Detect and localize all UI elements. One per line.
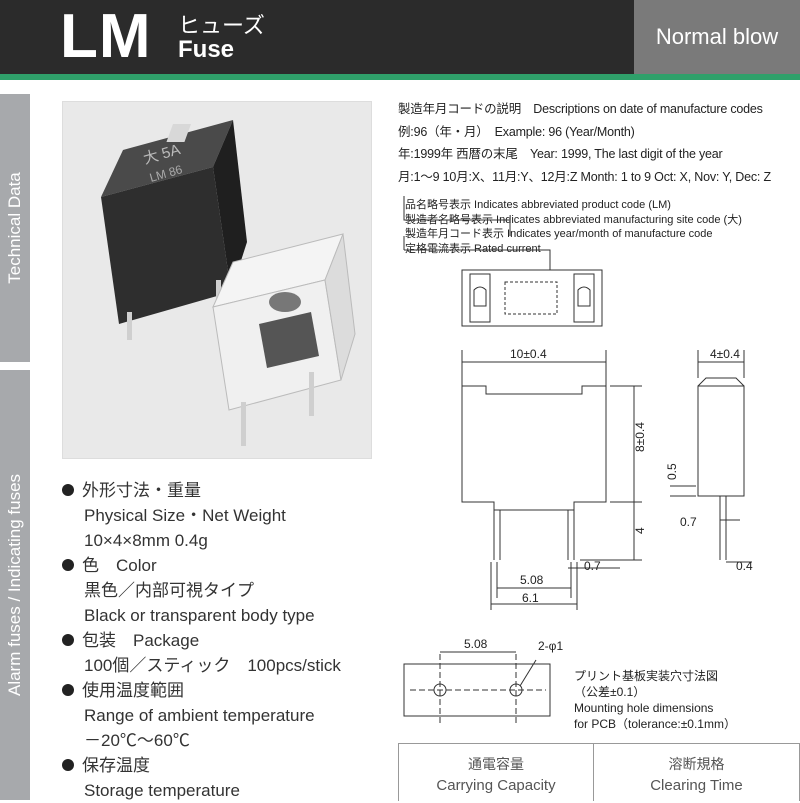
header-bar: LM ヒューズ Fuse Normal blow [0, 0, 800, 74]
pcb-pitch: 5.08 [464, 637, 488, 651]
rating-table-header: 通電容量 Carrying Capacity 溶断規格 Clearing Tim… [398, 743, 800, 801]
legend-item: 製造者名略号表示 Indicates abbreviated manufactu… [405, 213, 742, 226]
carrying-capacity-jp: 通電容量 [468, 756, 524, 772]
spec-package-heading: 包装 Package [62, 628, 382, 653]
accent-line [0, 74, 800, 80]
side-tab-alarm-fuses[interactable]: Alarm fuses / Indicating fuses [0, 370, 30, 800]
date-code-month: 月:1～9 10月:X、11月:Y、12月:Z Month: 1 to 9 Oc… [398, 169, 771, 184]
dim-lead-span: 6.1 [522, 591, 539, 605]
carrying-capacity-en: Carrying Capacity [436, 777, 556, 794]
spec-size-en: Physical Size・Net Weight [84, 506, 286, 525]
product-name-jp: ヒューズ [178, 13, 265, 38]
legend-item: 定格電流表示 Rated current [405, 242, 541, 255]
legend-item: 品名略号表示 Indicates abbreviated product cod… [405, 199, 671, 211]
date-code-example: 例:96（年・月） Example: 96 (Year/Month) [398, 124, 635, 139]
spec-color-value-en: Black or transparent body type [84, 606, 315, 625]
product-code: LM [60, 2, 152, 71]
date-code-description: 製造年月コードの説明 Descriptions on date of manuf… [398, 98, 798, 188]
dim-depth: 4±0.4 [710, 347, 740, 361]
side-tab-label: Technical Data [5, 172, 24, 284]
pcb-holes: 2-φ1 [538, 639, 563, 653]
dim-height: 8±0.4 [633, 422, 647, 452]
pcb-note-en1: Mounting hole dimensions [574, 701, 714, 715]
marking-legend: 品名略号表示 Indicates abbreviated product cod… [405, 198, 742, 256]
side-tab-label: Alarm fuses / Indicating fuses [5, 473, 24, 697]
legend-item: 製造年月コード表示 Indicates year/month of manufa… [405, 228, 713, 240]
spec-storage-heading: 保存温度 [62, 753, 382, 778]
pcb-note: プリント基板実装穴寸法図 （公差±0.1） Mounting hole dime… [574, 668, 736, 732]
pcb-note-jp1: プリント基板実装穴寸法図 [574, 669, 719, 683]
spec-storage-en: Storage temperature [84, 781, 240, 800]
pcb-note-en2: for PCB（tolerance:±0.1mm） [574, 717, 736, 731]
dim-side-step: 0.5 [665, 463, 679, 480]
dim-side-lead: 0.7 [680, 515, 697, 529]
category-badge: Normal blow [634, 0, 800, 74]
dim-side-lead-thickness: 0.4 [736, 559, 753, 573]
bullet-icon [62, 484, 74, 496]
spec-size-heading: 外形寸法・重量 [62, 478, 382, 503]
bullet-icon [62, 684, 74, 696]
spec-temp-en: Range of ambient temperature [84, 706, 315, 725]
dim-lead-length: 4 [633, 527, 647, 534]
dim-lead-width: 0.7 [584, 559, 601, 573]
date-code-title: 製造年月コードの説明 Descriptions on date of manuf… [398, 102, 763, 116]
spec-color-value-jp: 黒色／内部可視タイプ [84, 581, 254, 600]
bullet-icon [62, 634, 74, 646]
carrying-capacity-col: 通電容量 Carrying Capacity [399, 744, 594, 801]
date-code-year: 年:1999年 西暦の末尾 Year: 1999, The last digit… [398, 147, 723, 161]
bullet-icon [62, 559, 74, 571]
clearing-time-col: 溶断規格 Clearing Time [594, 744, 799, 801]
spec-package-value: 100個／スティック 100pcs/stick [84, 656, 341, 675]
bullet-icon [62, 759, 74, 771]
clearing-time-en: Clearing Time [650, 777, 743, 794]
product-photo: 大 5A LM 86 [62, 101, 372, 459]
dim-pitch: 5.08 [520, 573, 544, 587]
clearing-time-jp: 溶断規格 [668, 756, 725, 772]
dim-width: 10±0.4 [510, 347, 547, 361]
pcb-note-jp2: （公差±0.1） [574, 685, 646, 699]
dimension-drawing: 10±0.4 4±0.4 8±0.4 4 5.08 6.1 0.7 0.5 0.… [403, 196, 753, 726]
spec-color-heading: 色 Color [62, 553, 382, 578]
spec-size-value: 10×4×8mm 0.4g [84, 531, 208, 550]
product-name-en: Fuse [178, 36, 235, 63]
side-tab-technical-data[interactable]: Technical Data [0, 94, 30, 362]
spec-temp-heading: 使用温度範囲 [62, 678, 382, 703]
spec-list: 外形寸法・重量 Physical Size・Net Weight 10×4×8m… [62, 478, 382, 803]
spec-temp-value: －20℃～60℃ [84, 731, 190, 750]
